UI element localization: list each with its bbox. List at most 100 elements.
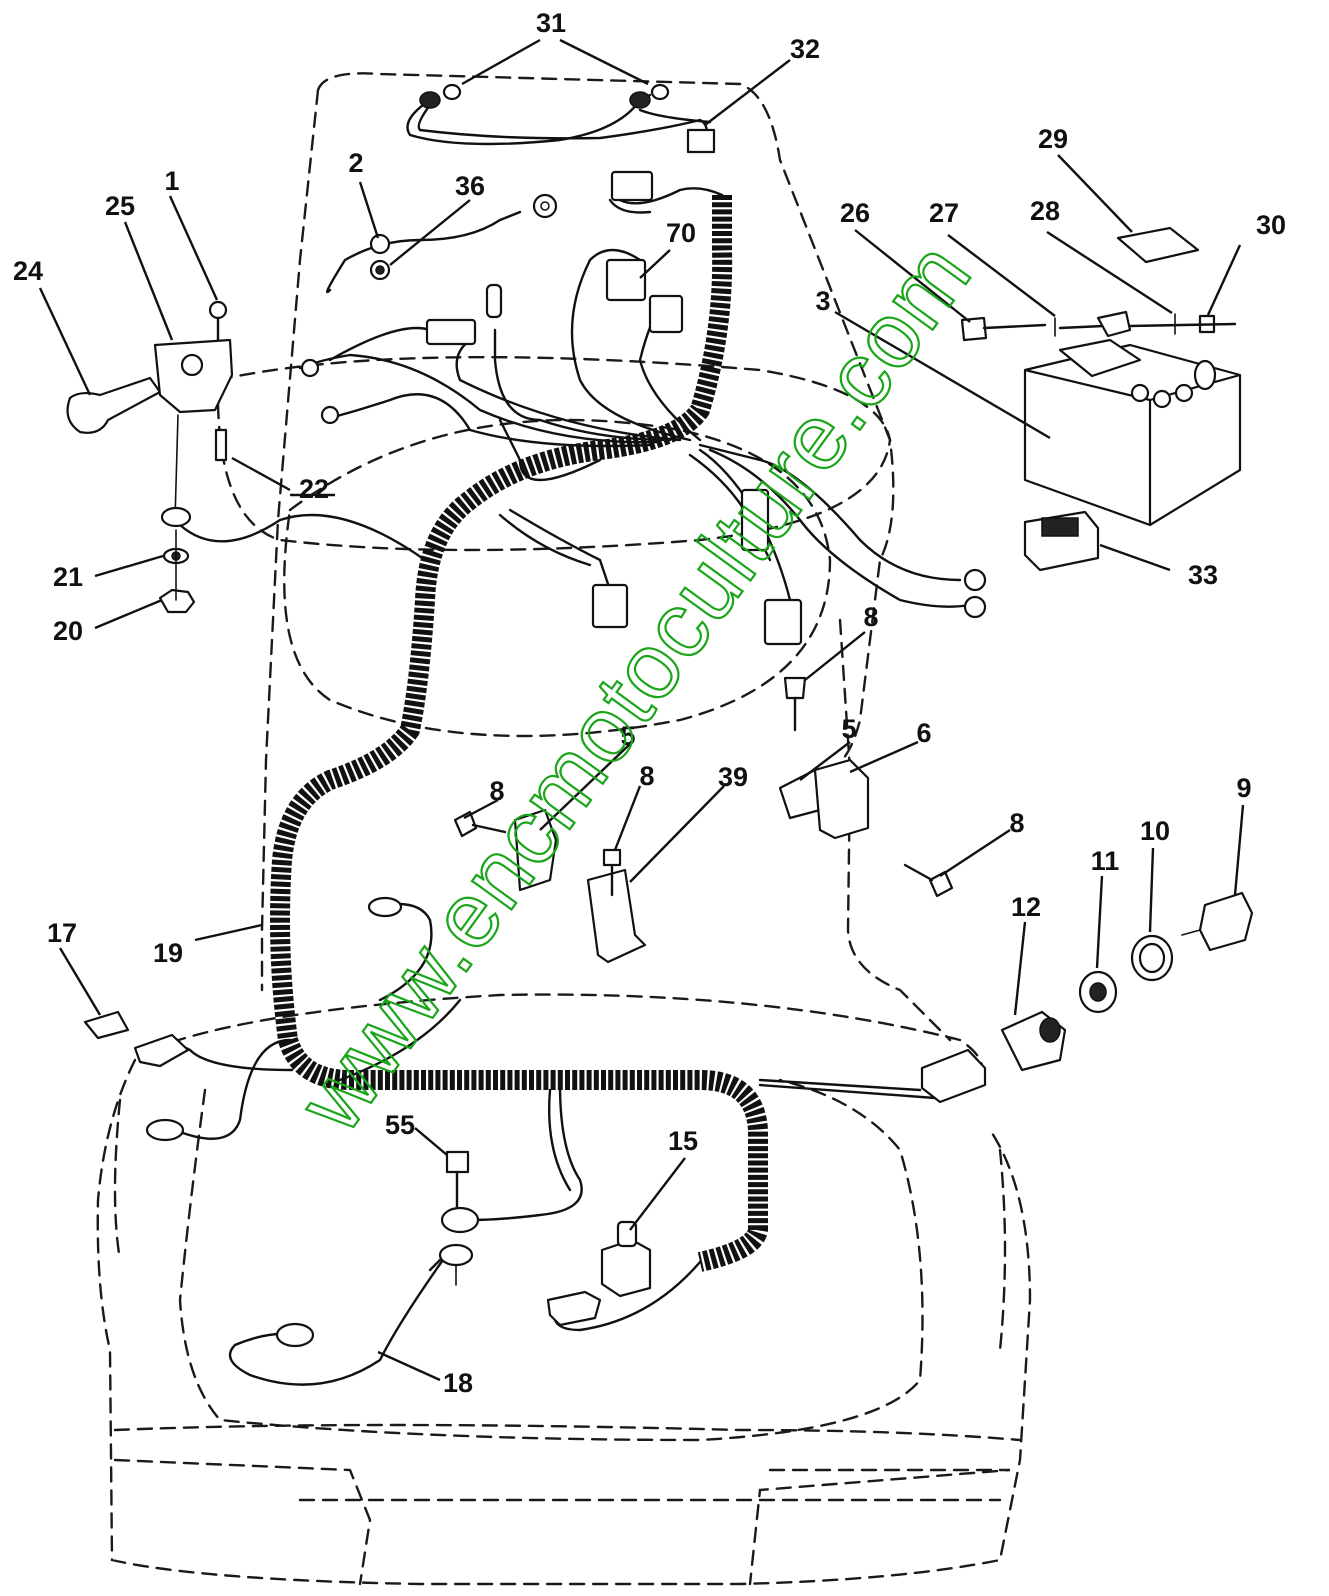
connector-relay: [740, 488, 770, 552]
switch-6: [813, 758, 870, 840]
callout-25: 25: [105, 191, 135, 221]
callout-21: 21: [53, 562, 83, 592]
callout-32: 32: [790, 34, 820, 64]
callout-5-left: 5: [620, 721, 635, 751]
screw-8-a: [783, 676, 807, 700]
callout-1: 1: [164, 166, 179, 196]
bolt-26: [960, 316, 988, 342]
lower-body-ring: [148, 993, 984, 1082]
bracket-5-right: [778, 768, 822, 820]
callout-15: 15: [668, 1126, 698, 1156]
bracket-39: [586, 868, 647, 964]
callout-2: 2: [348, 148, 363, 178]
ground-ring-a: [440, 1206, 480, 1234]
callout-30: 30: [1256, 210, 1286, 240]
callout-27: 27: [929, 198, 959, 228]
ring-terminal-right-b: [963, 595, 987, 619]
callout-20: 20: [53, 616, 83, 646]
callout-5-right: 5: [841, 714, 856, 744]
screw-55: [445, 1150, 470, 1174]
key-9: [1198, 891, 1254, 952]
dash-panel-left-edge: [260, 88, 320, 992]
terminal-cover-29: [1116, 226, 1200, 264]
callout-18: 18: [443, 1368, 473, 1398]
ground-ring-b: [438, 1243, 474, 1267]
ring-terminal-lower-left: [145, 1118, 185, 1142]
skirt-right-fold: [748, 1468, 1011, 1586]
connector-top: [610, 170, 654, 202]
seat-switch-15: [600, 1238, 652, 1298]
connector-key: [425, 318, 477, 346]
ground-ring-c: [275, 1322, 315, 1348]
ring-terminal-right-a: [963, 568, 987, 592]
solenoid-25: [153, 338, 234, 414]
nut-1: [208, 300, 228, 320]
callout-70: 70: [666, 218, 696, 248]
battery-assembly: [960, 226, 1242, 527]
callout-3: 3: [815, 286, 830, 316]
ring-terminal-hood-a: [300, 358, 320, 378]
callout-11: 11: [1091, 846, 1120, 876]
callout-labels: 31 32 2 36 1 25 24 22 21 20 70 3 26 27 2…: [13, 8, 1286, 1398]
fuse-holder: [485, 283, 503, 319]
ring-terminal-center: [367, 896, 403, 918]
steering-column: [838, 618, 952, 1042]
callout-8-center: 8: [639, 761, 654, 791]
hood-top-ellipse: [216, 355, 892, 552]
connector-70: [605, 258, 647, 302]
solenoid-assembly: [66, 300, 234, 614]
screw-8-b: [453, 810, 478, 838]
connector-lower-left: [133, 1033, 190, 1068]
callout-19: 19: [153, 938, 183, 968]
connector-side: [648, 294, 684, 334]
connector-mid-left: [591, 583, 629, 629]
callout-10: 10: [1140, 816, 1170, 846]
callout-6: 6: [916, 718, 931, 748]
upper-harness-wires: [178, 187, 972, 608]
watermark-text: www.encmotoculture.com: [279, 224, 991, 1151]
callout-17: 17: [47, 918, 77, 948]
callout-33: 33: [1188, 560, 1218, 590]
right-fender: [998, 1148, 1007, 1352]
bulb-left-icon: [419, 91, 441, 109]
ignition-switch-assembly: [1000, 891, 1254, 1072]
lower-body-inner: [178, 1078, 924, 1442]
callout-12: 12: [1011, 892, 1041, 922]
callout-24: 24: [13, 256, 43, 286]
callout-8-right: 8: [1009, 808, 1024, 838]
terminal-boot-24: [66, 376, 162, 434]
connector-mid-right: [763, 598, 803, 646]
nut-20: [158, 588, 196, 614]
hood-inner-ellipse: [283, 418, 832, 738]
screw-22: [214, 428, 228, 462]
seat-switch-assembly: [546, 1220, 652, 1327]
tractor-outline: [96, 72, 1032, 1586]
ring-terminal-2: [369, 233, 391, 255]
callout-22: 22: [299, 474, 329, 504]
callout-8-top: 8: [863, 602, 878, 632]
leader-lines: [38, 38, 1245, 1382]
clip-17: [83, 1010, 130, 1040]
screw-8-c: [602, 848, 622, 867]
callout-9: 9: [1236, 773, 1251, 803]
callout-55: 55: [385, 1110, 415, 1140]
ring-terminal-solenoid: [160, 506, 192, 528]
callout-29: 29: [1038, 124, 1068, 154]
callout-8-left: 8: [489, 776, 504, 806]
connector-seat: [546, 1290, 602, 1327]
bulb-right-icon: [629, 91, 651, 109]
left-fender: [113, 1098, 122, 1262]
skirt-left-fold: [113, 1458, 372, 1586]
callout-28: 28: [1030, 196, 1060, 226]
ground-screw-55: [275, 1150, 480, 1348]
ground-wire-assembly: [325, 193, 558, 294]
bracket-5-left: [513, 808, 558, 892]
light-bulbs-and-lamp-harness: [406, 83, 716, 154]
callout-39: 39: [718, 762, 748, 792]
callout-26: 26: [840, 198, 870, 228]
lower-skirt-line: [113, 1423, 1022, 1442]
lower-harness-wires: [163, 902, 937, 1386]
connector-ignition: [920, 1048, 987, 1104]
callout-36: 36: [455, 171, 485, 201]
